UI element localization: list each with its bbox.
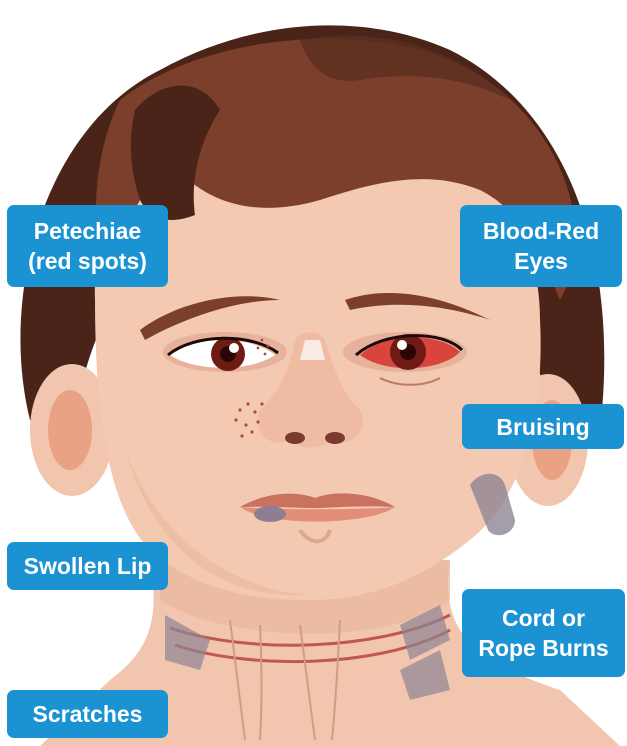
scratches-label: Scratches — [7, 690, 168, 738]
swollen-lip-label-line1: Swollen Lip — [24, 551, 152, 581]
scratches-label-line1: Scratches — [33, 699, 143, 729]
petechiae-label: Petechiae (red spots) — [7, 205, 168, 287]
bruising-label: Bruising — [462, 404, 624, 449]
cord-rope-burns-label: Cord or Rope Burns — [462, 589, 625, 677]
petechiae-label-line2: (red spots) — [28, 246, 147, 276]
cord-rope-burns-label-line2: Rope Burns — [478, 633, 608, 663]
blood-red-eyes-label-line1: Blood-Red — [483, 216, 599, 246]
bruising-label-line1: Bruising — [496, 412, 589, 442]
petechiae-label-line1: Petechiae — [34, 216, 141, 246]
blood-red-eyes-label-line2: Eyes — [514, 246, 568, 276]
cord-rope-burns-label-line1: Cord or — [502, 603, 585, 633]
blood-red-eyes-label: Blood-Red Eyes — [460, 205, 622, 287]
swollen-lip-label: Swollen Lip — [7, 542, 168, 590]
